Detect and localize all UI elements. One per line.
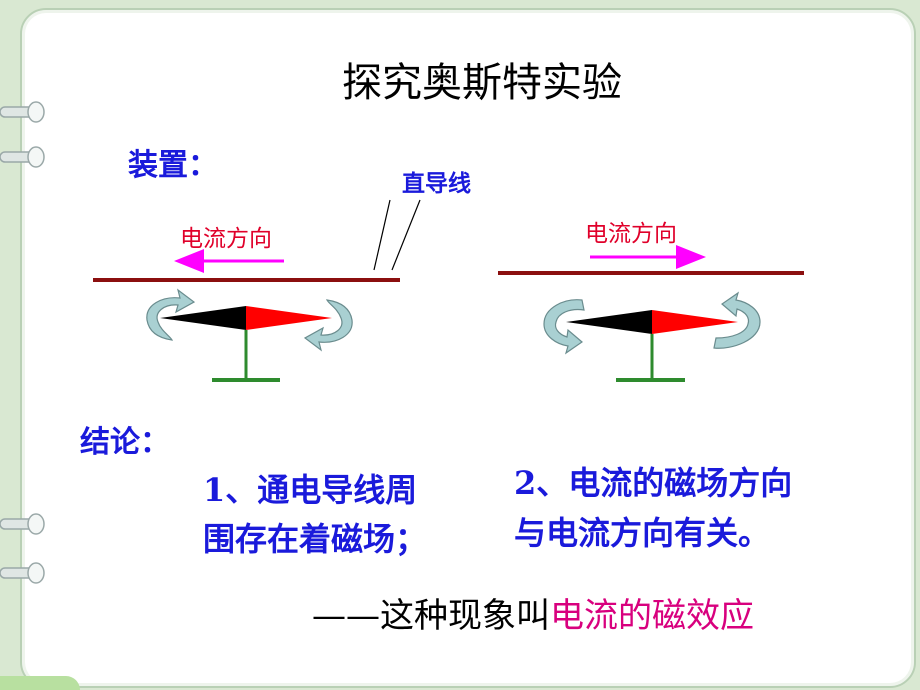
conclusion-2-line2: 与电流方向有关。 [514,514,771,552]
rotation-arrow-icon [303,299,353,352]
binder-ring-icon [0,513,45,535]
conclusion-1-line1: 1、通电导线周 [203,471,418,509]
current-direction-label-right: 电流方向 [585,221,677,247]
rotation-arrow-icon [146,288,196,341]
phenomenon-sentence: ——这种现象叫电流的磁效应 [312,588,754,637]
needle-south [566,310,652,334]
binder-ring-icon [0,562,45,584]
phenomenon-term: 电流的磁效应 [550,596,754,636]
rotation-arrow-icon [713,291,761,349]
corner-decoration [0,676,80,690]
conclusion-2-line1: 2、电流的磁场方向 [514,464,793,502]
binder-ring-icon [0,146,45,168]
compass-left [146,288,353,382]
phenomenon-prefix: ——这种现象叫 [312,596,550,636]
device-label: 装置： [128,148,218,183]
conclusion-1-line2: 围存在着磁场； [203,520,428,558]
page-title: 探究奥斯特实验 [342,60,622,106]
needle-north [246,306,332,330]
needle-south [160,306,246,330]
needle-north [652,310,738,334]
binder-ring-icon [0,101,45,123]
slide-page [20,8,916,688]
wire-pointer-line [391,199,421,271]
wire-label: 直导线 [402,170,471,197]
conclusion-label: 结论： [80,425,170,460]
wire-pointer-line [373,199,391,271]
current-direction-label-left: 电流方向 [180,226,272,252]
rotation-arrow-icon [543,299,585,355]
compass-right [543,291,761,382]
